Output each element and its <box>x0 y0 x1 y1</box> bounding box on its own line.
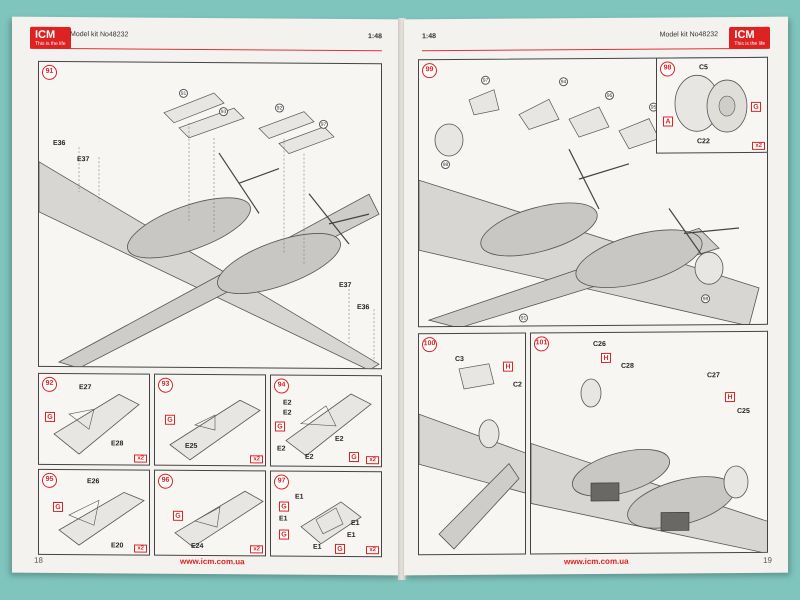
glue-tag: H <box>601 352 611 363</box>
part-label: C3 <box>455 355 464 363</box>
callout-circle: 97 <box>481 75 490 85</box>
wheel-drawing <box>674 74 748 133</box>
multiplier-badge: x2 <box>250 545 263 554</box>
part-label: C2 <box>513 381 522 389</box>
aircraft-drawing <box>531 378 768 555</box>
step-100-panel: 100 C3 C2 H <box>418 332 526 556</box>
step-94-panel: 94 E2 E2 E2 E2 E2 G G x2 <box>270 374 382 468</box>
scale-label: 1:48 <box>422 33 437 41</box>
glue-tag: G <box>173 510 183 521</box>
step-96-panel: 96 E24 G x2 <box>154 469 266 557</box>
callout-circle: 96 <box>605 90 614 100</box>
booklet-spine <box>398 18 406 580</box>
step-91-panel: 91 <box>38 60 382 370</box>
part-drawing <box>174 490 264 548</box>
part-label: E37 <box>339 281 352 290</box>
part-label: E36 <box>53 139 66 148</box>
callout-circle: 98 <box>441 160 450 170</box>
part-drawing <box>300 501 362 545</box>
step-98-panel: 98 C5 C22 A G x2 <box>656 56 768 154</box>
part-label: E25 <box>185 442 198 450</box>
model-kit-label: Model kit No48232 <box>659 31 718 39</box>
part-label: E1 <box>279 515 288 523</box>
part-label: E2 <box>283 399 292 407</box>
glue-tag: G <box>45 411 55 422</box>
glue-tag: G <box>275 421 285 432</box>
part-label: C28 <box>621 362 634 370</box>
step-97-panel: 97 E1 E1 E1 E1 E1 G G G x2 <box>270 470 382 558</box>
part-label: C27 <box>707 372 720 380</box>
website-link: www.icm.com.ua <box>564 556 629 567</box>
multiplier-badge: x2 <box>134 454 147 463</box>
glue-tag: H <box>503 361 513 372</box>
part-label: E2 <box>283 409 292 417</box>
part-label: E2 <box>277 445 286 453</box>
callout-circle: 98 <box>701 294 710 304</box>
page-number: 18 <box>34 555 43 565</box>
step-101-panel: 101 C26 C28 C27 C25 H H <box>530 330 768 555</box>
part-label: E28 <box>111 440 124 448</box>
model-kit-label: Model kit No48232 <box>70 31 129 39</box>
callout-circle: 91 <box>519 313 528 323</box>
glue-tag: G <box>349 451 359 463</box>
part-drawing <box>53 393 140 455</box>
glue-tag: G <box>53 501 63 513</box>
callout-circle: 94 <box>559 77 568 87</box>
multiplier-badge: x2 <box>134 544 147 553</box>
callout-circle: 97 <box>319 119 328 129</box>
part-label: E36 <box>357 304 370 312</box>
part-label: E27 <box>79 384 92 392</box>
step-99-panel: 99 97 94 96 95 98 98 91 <box>418 56 768 328</box>
part-label: C25 <box>737 407 750 416</box>
multiplier-badge: x2 <box>752 141 765 150</box>
glue-tag: G <box>279 529 289 540</box>
scale-label: 1:48 <box>367 33 382 41</box>
glue-tag: A <box>663 116 673 127</box>
callout-circle: 93 <box>219 107 228 117</box>
step-93-panel: 93 E25 G x2 <box>154 373 266 467</box>
part-label: E26 <box>87 478 100 486</box>
part-label: E20 <box>111 542 124 550</box>
multiplier-badge: x2 <box>366 546 379 555</box>
glue-tag: G <box>165 414 175 425</box>
part-label: E2 <box>305 453 314 461</box>
aircraft-drawing <box>39 92 380 370</box>
part-label: E1 <box>313 543 322 551</box>
website-link: www.icm.com.ua <box>180 556 245 567</box>
glue-tag: G <box>279 501 289 512</box>
part-label: E2 <box>335 435 344 443</box>
part-label: E1 <box>347 531 356 540</box>
part-label: C26 <box>593 340 606 349</box>
part-label: E1 <box>351 520 360 528</box>
part-drawing <box>169 399 261 461</box>
multiplier-badge: x2 <box>250 455 263 464</box>
step-95-panel: 95 E26 E20 G x2 <box>38 468 150 556</box>
part-label: E24 <box>191 542 204 550</box>
part-label: C22 <box>697 138 710 146</box>
page-number: 19 <box>763 555 772 565</box>
glue-tag: H <box>725 392 735 403</box>
part-label: E1 <box>295 493 304 501</box>
glue-tag: G <box>751 101 761 112</box>
part-drawing <box>285 393 372 457</box>
part-drawing <box>58 491 145 546</box>
part-label: C5 <box>699 64 708 72</box>
step-92-panel: 92 E27 E28 G x2 <box>38 372 150 466</box>
callout-circle: 91 <box>179 88 188 98</box>
part-drawing <box>419 363 526 550</box>
part-label: E37 <box>77 156 90 164</box>
callout-circle: 92 <box>275 103 284 113</box>
glue-tag: G <box>335 543 345 554</box>
aircraft-drawing <box>419 89 760 328</box>
multiplier-badge: x2 <box>366 456 379 465</box>
